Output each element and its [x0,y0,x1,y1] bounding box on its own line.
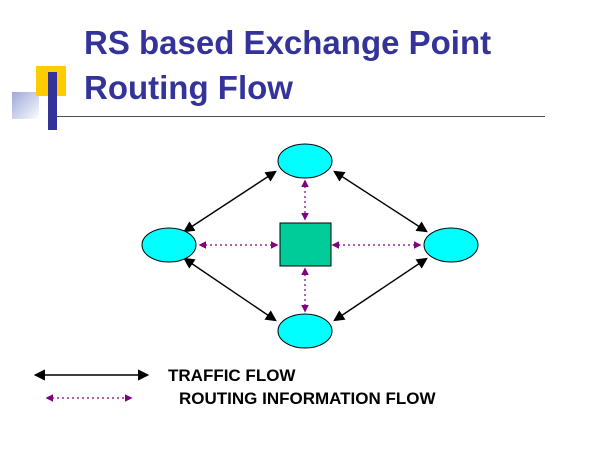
flow-diagram: TRAFFIC FLOW ROUTING INFORMATION FLOW [33,143,479,408]
slide-title-line2: Routing Flow [84,69,293,106]
right-network-ellipse [423,227,479,263]
title-divider-line [56,116,545,117]
traffic-arrow-bottom-right [333,257,428,322]
left-network-ellipse [141,227,197,263]
slide-title-line1: RS based Exchange Point [84,24,492,61]
decorative-gradient-square [12,92,39,119]
legend-traffic-label: TRAFFIC FLOW [168,366,296,385]
traffic-arrow-bottom-left [183,257,277,322]
traffic-arrow-top-left [183,170,277,233]
bottom-network-ellipse [277,313,333,349]
decorative-blue-bar [48,72,57,130]
top-network-ellipse [277,143,333,179]
traffic-arrow-top-right [333,170,428,233]
route-server-box [279,222,332,267]
slide-title: RS based Exchange Point Routing Flow [84,20,584,110]
legend-routing-label: ROUTING INFORMATION FLOW [179,389,436,408]
